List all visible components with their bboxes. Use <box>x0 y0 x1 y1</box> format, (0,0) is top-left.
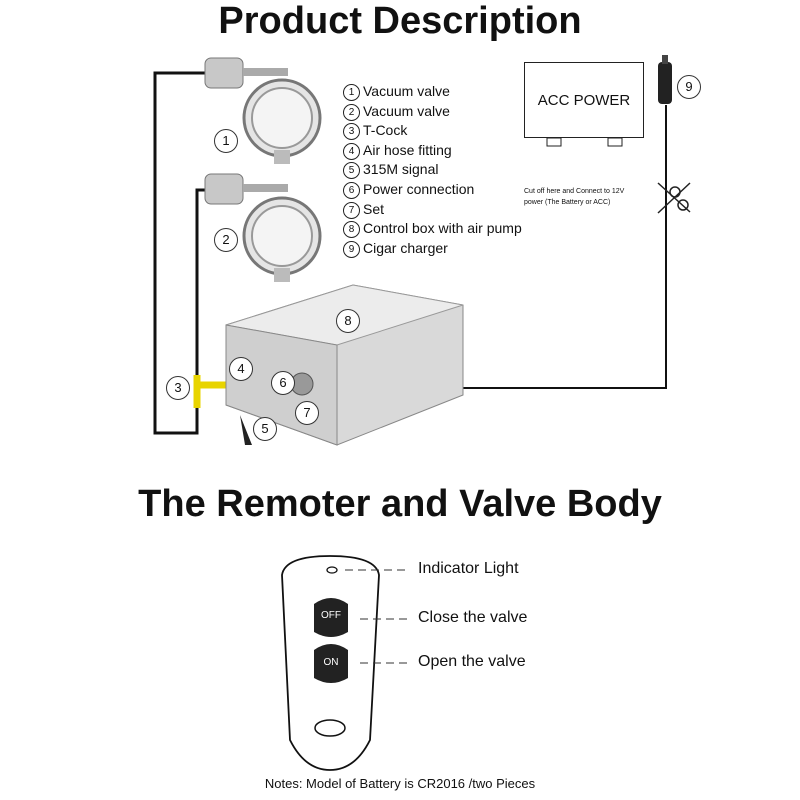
badge-7: 7 <box>295 401 319 425</box>
badge-8: 8 <box>336 309 360 333</box>
acc-power-box: ACC POWER <box>524 62 644 138</box>
scissors-icon <box>657 182 691 214</box>
open-valve-label: Open the valve <box>418 653 526 670</box>
on-button-label: ON <box>323 657 339 668</box>
battery-note: Notes: Model of Battery is CR2016 /two P… <box>264 776 536 791</box>
badge-2: 2 <box>214 228 238 252</box>
vacuum-valve-1 <box>204 57 322 164</box>
badge-4: 4 <box>229 357 253 381</box>
vacuum-valve-2 <box>204 173 322 282</box>
remoter-title: The Remoter and Valve Body <box>138 483 662 525</box>
badge-6: 6 <box>271 371 295 395</box>
indicator-light-label: Indicator Light <box>418 560 519 577</box>
badge-9: 9 <box>677 75 701 99</box>
badge-5: 5 <box>253 417 277 441</box>
cut-note: Cut off here and Connect to 12V power (T… <box>524 188 625 206</box>
badge-3: 3 <box>166 376 190 400</box>
remote-control <box>281 555 410 771</box>
product-description-title: Product Description <box>218 0 582 42</box>
close-valve-label: Close the valve <box>418 609 528 626</box>
cigar-charger <box>658 55 672 104</box>
off-button-label: OFF <box>321 610 341 621</box>
badge-1: 1 <box>214 129 238 153</box>
